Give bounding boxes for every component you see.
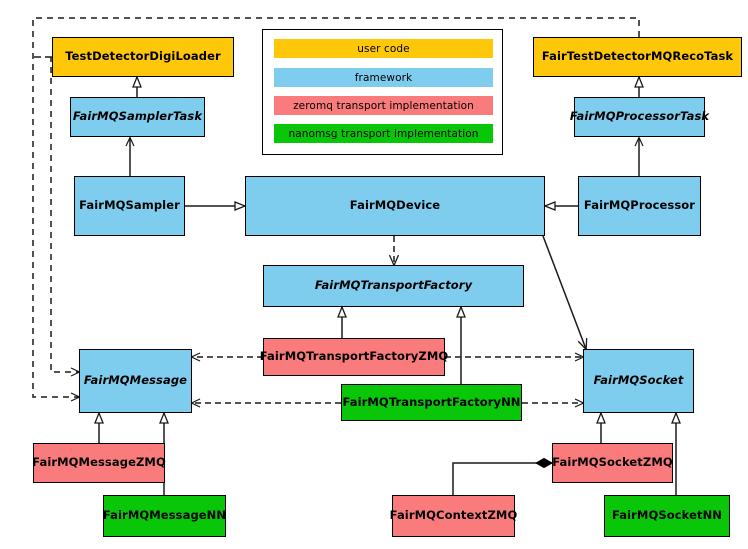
class-label: FairMQProcessorTask	[569, 109, 710, 124]
edge-device-to-socket	[542, 235, 586, 349]
class-label: FairMQMessageZMQ	[32, 455, 166, 470]
class-box-fairmqtransportfactoryzmq[interactable]: FairMQTransportFactoryZMQ	[260, 338, 448, 376]
class-box-fairmqsamplertask[interactable]: FairMQSamplerTask	[70, 97, 205, 137]
class-label: FairMQTransportFactory	[314, 278, 473, 293]
class-box-fairmqtransportfactorynn[interactable]: FairMQTransportFactoryNN	[341, 384, 522, 421]
class-box-fairmqcontextzmq[interactable]: FairMQContextZMQ	[389, 495, 518, 537]
legend-label: framework	[354, 71, 413, 84]
class-box-fairmqsocket[interactable]: FairMQSocket	[583, 349, 694, 413]
class-label: FairMQMessageNN	[102, 508, 227, 523]
class-label: FairMQDevice	[349, 198, 441, 213]
class-box-fairtestdetectormqrecotask[interactable]: FairTestDetectorMQRecoTask	[533, 37, 742, 77]
class-label: FairMQSocket	[593, 373, 684, 388]
legend-label: zeromq transport implementation	[293, 99, 474, 112]
class-box-fairmqtransportfactory[interactable]: FairMQTransportFactory	[263, 265, 524, 307]
class-box-fairmqdevice[interactable]: FairMQDevice	[245, 176, 545, 236]
class-box-fairmqsampler[interactable]: FairMQSampler	[74, 176, 185, 236]
class-label: FairMQSocketNN	[611, 508, 723, 523]
legend-item-user-code: user code	[274, 39, 493, 58]
class-box-fairmqmessage[interactable]: FairMQMessage	[79, 349, 192, 413]
class-label: FairMQSamplerTask	[72, 109, 203, 124]
class-label: FairMQSampler	[79, 198, 180, 213]
class-label: FairMQTransportFactoryZMQ	[259, 349, 449, 364]
class-box-fairmqsocketzmq[interactable]: FairMQSocketZMQ	[552, 443, 673, 483]
class-box-fairmqprocessor[interactable]: FairMQProcessor	[578, 176, 701, 236]
legend: user code framework zeromq transport imp…	[262, 29, 503, 155]
legend-label: nanomsg transport implementation	[288, 127, 479, 140]
class-label: TestDetectorDigiLoader	[65, 49, 221, 64]
legend-item-zeromq: zeromq transport implementation	[274, 96, 493, 115]
class-box-testdetectordigiloader[interactable]: TestDetectorDigiLoader	[52, 37, 234, 77]
edge-contextzmq-to-socketzmq	[452, 463, 552, 495]
class-label: FairMQProcessor	[583, 198, 696, 213]
class-label: FairMQSocketZMQ	[552, 455, 673, 470]
class-label: FairMQContextZMQ	[389, 508, 518, 523]
class-box-fairmqmessagenn[interactable]: FairMQMessageNN	[103, 495, 226, 537]
class-label: FairMQMessage	[83, 373, 188, 388]
legend-item-nanomsg: nanomsg transport implementation	[274, 124, 493, 143]
legend-label: user code	[357, 42, 410, 55]
class-box-fairmqsocketnn[interactable]: FairMQSocketNN	[604, 495, 730, 537]
class-box-fairmqprocessortask[interactable]: FairMQProcessorTask	[570, 97, 709, 137]
class-label: FairTestDetectorMQRecoTask	[541, 49, 734, 64]
class-label: FairMQTransportFactoryNN	[342, 394, 521, 409]
class-box-fairmqmessagezmq[interactable]: FairMQMessageZMQ	[32, 443, 166, 483]
legend-item-framework: framework	[274, 68, 493, 87]
